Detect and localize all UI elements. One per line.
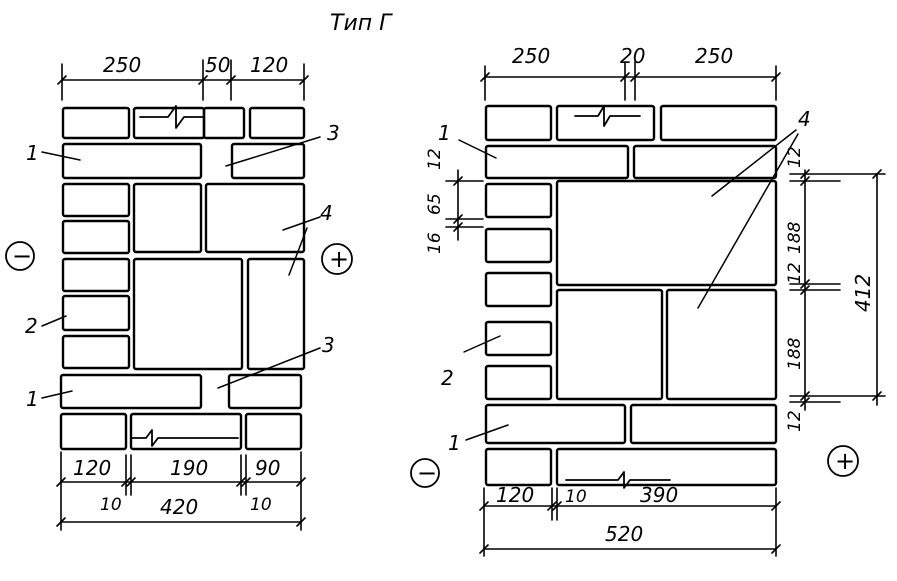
brick (484, 104, 553, 142)
svg-text:+: + (329, 245, 349, 273)
minus-circle-icon: − (410, 458, 440, 488)
right-dim-left-1: 65 (425, 193, 445, 215)
plus-circle-icon: + (827, 445, 859, 477)
svg-text:+: + (835, 447, 855, 475)
left-dim-bottom-1: 190 (170, 456, 208, 480)
right-leaders (458, 129, 799, 441)
right-right-dimensions (789, 169, 886, 411)
right-label-2: 2 (441, 366, 454, 390)
left-masonry (59, 106, 306, 451)
brick (248, 106, 306, 140)
brick (632, 144, 778, 180)
right-label-1-bottom: 1 (448, 431, 461, 455)
left-bottom-dimensions (56, 451, 306, 531)
right-dim-total-height: 412 (851, 274, 875, 312)
right-top-dimension (480, 61, 781, 101)
brick (484, 271, 553, 308)
brick (227, 373, 303, 410)
minus-circle-icon: − (5, 241, 35, 271)
brick (484, 182, 553, 219)
block (204, 182, 306, 254)
brick (61, 142, 203, 180)
left-label-4: 4 (320, 201, 333, 225)
left-panel: 250 50 120 (5, 53, 353, 531)
right-label-1-top: 1 (438, 121, 451, 145)
brick (555, 447, 778, 487)
right-dim-bottom-1: 10 (565, 487, 587, 507)
brick (484, 447, 553, 487)
brick (484, 144, 630, 180)
right-masonry (484, 104, 778, 487)
right-dim-bottom-2: 390 (640, 483, 678, 507)
brick (61, 219, 131, 255)
left-label-3-bottom: 3 (322, 333, 335, 357)
left-dim-bottom-4: 420 (160, 495, 198, 519)
svg-text:−: − (417, 459, 437, 487)
right-dim-bottom-0: 120 (496, 483, 534, 507)
right-dim-top-1: 20 (620, 44, 645, 68)
break-line-icon (565, 471, 671, 489)
left-dim-bottom-2: 90 (255, 456, 280, 480)
brick (59, 373, 203, 410)
block (132, 257, 244, 371)
right-dim-right-2: 12 (785, 262, 805, 284)
left-dim-top-2: 120 (250, 53, 288, 77)
right-dim-top-2: 250 (695, 44, 733, 68)
right-dim-right-1: 188 (785, 221, 805, 254)
brick (659, 104, 778, 142)
left-dim-bottom-3: 10 (100, 495, 122, 515)
brick (555, 104, 656, 142)
right-panel: 250 20 250 (410, 44, 886, 557)
brick (484, 320, 553, 357)
brick (59, 412, 128, 451)
right-dim-bottom-total: 520 (605, 522, 643, 546)
left-label-1-bottom: 1 (26, 387, 39, 411)
brick (244, 412, 303, 451)
brick (230, 142, 306, 180)
right-bottom-dimensions (479, 487, 781, 557)
left-dim-bottom-0: 120 (73, 456, 111, 480)
left-dim-top-0: 250 (103, 53, 141, 77)
brick (61, 294, 131, 332)
right-dim-left-2: 16 (425, 232, 445, 254)
right-left-dimensions (445, 169, 484, 241)
block (665, 288, 778, 401)
break-line-icon (131, 429, 239, 447)
left-dim-top-1: 50 (205, 53, 230, 77)
right-label-4: 4 (798, 107, 811, 131)
left-dim-bottom-5: 10 (250, 495, 272, 515)
plus-circle-icon: + (321, 243, 353, 275)
left-leaders (41, 136, 321, 399)
right-dim-left-0: 12 (425, 148, 445, 170)
left-top-dimension (57, 59, 309, 101)
right-dim-right-3: 188 (785, 337, 805, 370)
block (555, 288, 664, 401)
brick (484, 227, 553, 264)
brick (629, 403, 778, 445)
right-dim-right-4: 12 (785, 410, 805, 432)
left-label-2: 2 (25, 314, 38, 338)
break-line-icon (574, 105, 641, 127)
brick (484, 403, 627, 445)
drawing-title: Тип Г (330, 11, 393, 36)
block (246, 257, 306, 371)
brick (202, 106, 246, 140)
brick (61, 182, 131, 218)
brick (132, 106, 206, 140)
left-label-3-top: 3 (327, 121, 340, 145)
brick (129, 412, 243, 451)
brick (61, 334, 131, 370)
left-label-1-top: 1 (26, 141, 39, 165)
block (555, 179, 778, 287)
right-dim-top-0: 250 (512, 44, 550, 68)
block (132, 182, 203, 254)
brick (484, 364, 553, 401)
brick (61, 257, 131, 293)
break-line-icon (139, 105, 204, 129)
brick (61, 106, 131, 140)
svg-text:−: − (12, 242, 32, 270)
right-dim-right-0: 12 (785, 146, 805, 168)
